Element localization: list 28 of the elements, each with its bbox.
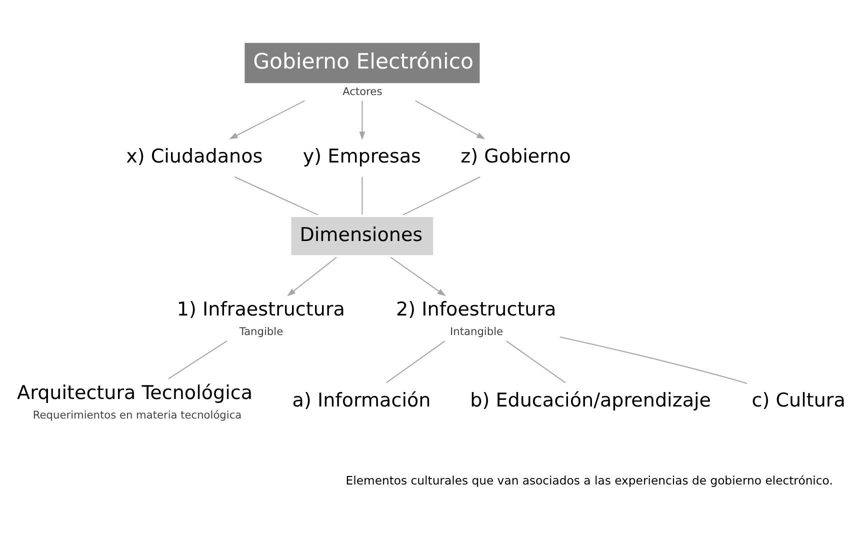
- node-label: Requerimientos en materia tecnológica: [32, 409, 242, 422]
- arrow: [390, 256, 446, 296]
- connector: [234, 176, 318, 215]
- node-text: Arquitectura Tecnológica: [17, 382, 253, 404]
- connector: [362, 176, 363, 214]
- connector: [402, 176, 480, 215]
- node-label: Actores: [342, 85, 382, 98]
- node-text: y) Empresas: [302, 144, 421, 167]
- node-text: 1) Infraestructura: [176, 298, 345, 320]
- node-text: 2) Infoestructura: [396, 298, 556, 320]
- label: Elementos culturales que van asociados a las experiencias de gobierno electrónico.: [346, 473, 833, 488]
- node-text: b) Educación/aprendizaje: [470, 388, 712, 411]
- node-box: Dimensiones: [291, 216, 434, 255]
- arrow: [229, 100, 305, 139]
- node-box: Gobierno Electrónico: [244, 42, 480, 83]
- connector: [386, 340, 446, 383]
- arrow: [415, 100, 486, 139]
- node-text: a) Información: [292, 388, 431, 411]
- arrow: [359, 100, 366, 140]
- connector: [506, 340, 566, 383]
- node-text: z) Gobierno: [460, 144, 571, 167]
- connector: [560, 336, 747, 384]
- connector: [168, 340, 228, 379]
- node-text: c) Cultura: [752, 388, 846, 411]
- node-label: Tangible: [239, 326, 284, 338]
- node-label: Intangible: [450, 326, 504, 338]
- arrow: [287, 256, 337, 296]
- node-text: x) Ciudadanos: [126, 144, 263, 167]
